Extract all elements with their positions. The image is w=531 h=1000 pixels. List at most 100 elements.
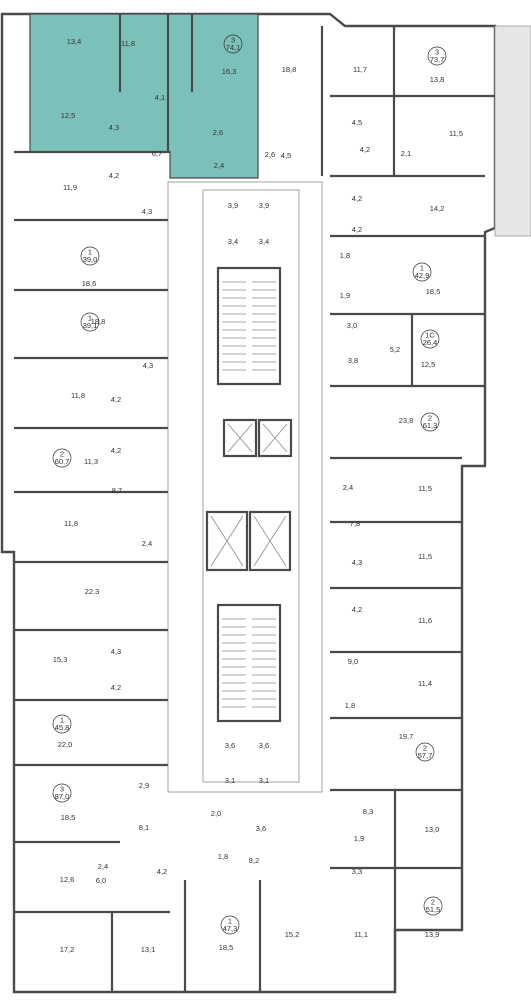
apartment-marker[interactable]: 251,5 <box>423 896 443 916</box>
balcony-area <box>494 25 531 237</box>
apartment-area: 47,3 <box>223 924 238 933</box>
room-area-label: 18,8 <box>282 65 297 74</box>
room-area-label: 4,3 <box>352 558 362 567</box>
apartment-area: 57,7 <box>418 751 433 760</box>
apartment-marker[interactable]: 261,3 <box>420 412 440 432</box>
room-area-label: 1,8 <box>345 701 355 710</box>
room-area-label: 4,2 <box>111 395 121 404</box>
apartment-area: 87,0 <box>55 792 70 801</box>
apartment-marker-ring <box>80 246 100 266</box>
room-area-label: 11,3 <box>84 457 98 466</box>
apartment-marker[interactable]: 139,1 <box>80 312 100 332</box>
room-area-label: 2,6 <box>265 150 275 159</box>
room-area-label: 8,3 <box>363 807 373 816</box>
room-area-label: 16,3 <box>222 67 237 76</box>
room-area-label: 4,2 <box>352 194 362 203</box>
room-area-label: 11,8 <box>64 519 78 528</box>
apartment-area: 42,9 <box>415 271 430 280</box>
apartment-marker[interactable]: 145,8 <box>52 714 72 734</box>
apartment-rooms: 1 <box>88 313 92 322</box>
room-area-label: 6,7 <box>152 149 162 158</box>
room-area-label: 18,8 <box>91 317 106 326</box>
apartment-marker[interactable]: 373,7 <box>427 46 447 66</box>
apartment-area: 39,0 <box>83 255 98 264</box>
room-area-label: 4,2 <box>352 605 362 614</box>
room-area-label: 18,6 <box>82 279 97 288</box>
room-area-label: 11,7 <box>353 65 367 74</box>
lift-cross-line <box>210 515 244 567</box>
room-area-label: 4,2 <box>111 446 121 455</box>
apartment-marker[interactable]: 142,9 <box>412 262 432 282</box>
apartment-rooms: 3 <box>231 35 235 44</box>
lift-4 <box>248 510 292 572</box>
room-area-label: 4,3 <box>111 647 121 656</box>
apartment-rooms: 1 <box>420 263 424 272</box>
room-area-label: 2,4 <box>214 161 224 170</box>
apartment-rooms: 2 <box>60 449 64 458</box>
room-area-label: 4,3 <box>142 207 152 216</box>
room-area-label: 11,1 <box>354 930 368 939</box>
room-area-label: 23,8 <box>399 416 414 425</box>
apartment-rooms: 1 <box>88 247 92 256</box>
room-area-label: 4,2 <box>360 145 370 154</box>
apartment-rooms: 3 <box>435 47 439 56</box>
corridor <box>167 181 323 793</box>
room-area-label: 4,5 <box>352 118 362 127</box>
apartment-area: 45,8 <box>55 723 70 732</box>
apartment-marker-ring <box>412 262 432 282</box>
room-area-label: 9,0 <box>348 657 358 666</box>
room-area-label: 13,4 <box>67 37 82 46</box>
room-area-label: 13,0 <box>425 825 440 834</box>
apartment-marker[interactable]: 387,0 <box>52 783 72 803</box>
room-area-label: 3,1 <box>225 776 235 785</box>
lift-cross-marks <box>210 423 288 567</box>
room-area-label: 3,9 <box>228 201 238 210</box>
apartment-area: 51,5 <box>426 905 441 914</box>
room-area-label: 19,7 <box>399 732 414 741</box>
room-area-label: 11,6 <box>418 616 432 625</box>
apartment-area: 74,1 <box>226 43 241 52</box>
apartment-area: 26,4 <box>423 338 438 347</box>
apartment-marker[interactable]: 374,1 <box>223 34 243 54</box>
room-area-label: 11,8 <box>71 391 85 400</box>
room-area-label: 3,4 <box>228 237 238 246</box>
room-area-label: 2,9 <box>139 781 149 790</box>
apartment-marker[interactable]: 257,7 <box>415 742 435 762</box>
room-area-label: 13,8 <box>430 75 445 84</box>
apartment-rooms: 1С <box>425 330 435 339</box>
room-area-label: 5,2 <box>390 345 400 354</box>
room-area-label: 6,0 <box>96 876 106 885</box>
room-area-label: 3,8 <box>348 356 358 365</box>
apartment-marker[interactable]: 139,0 <box>80 246 100 266</box>
room-area-label: 8,7 <box>112 486 122 495</box>
room-area-label: 4,2 <box>352 225 362 234</box>
room-area-label: 13,1 <box>141 945 156 954</box>
apartment-rooms: 3 <box>60 784 64 793</box>
room-area-label: 18,5 <box>426 287 441 296</box>
apartment-area: 39,1 <box>83 321 98 330</box>
apartment-marker[interactable]: 260,7 <box>52 448 72 468</box>
room-area-label: 15,3 <box>53 655 68 664</box>
room-area-label: 12,6 <box>60 875 75 884</box>
room-area-label: 4,5 <box>281 151 291 160</box>
room-area-label: 4,2 <box>157 867 167 876</box>
room-area-label: 11,5 <box>418 552 432 561</box>
lift-cross-line <box>262 423 288 453</box>
room-area-label: 4,2 <box>109 171 119 180</box>
room-area-label: 22,3 <box>85 587 100 596</box>
room-area-label: 2,0 <box>211 809 221 818</box>
apartment-rooms: 2 <box>431 897 435 906</box>
room-area-label: 3,0 <box>347 321 357 330</box>
apartment-rooms: 1 <box>60 715 64 724</box>
room-area-label: 1,9 <box>340 291 350 300</box>
apartment-marker-ring <box>52 448 72 468</box>
apartment-marker[interactable]: 147,3 <box>220 915 240 935</box>
room-area-label: 15,2 <box>285 930 300 939</box>
room-area-label: 8,2 <box>249 856 259 865</box>
room-area-label: 3,9 <box>259 201 269 210</box>
room-area-label: 3,4 <box>259 237 269 246</box>
apartment-area: 60,7 <box>55 457 70 466</box>
room-area-label: 11,4 <box>418 679 432 688</box>
